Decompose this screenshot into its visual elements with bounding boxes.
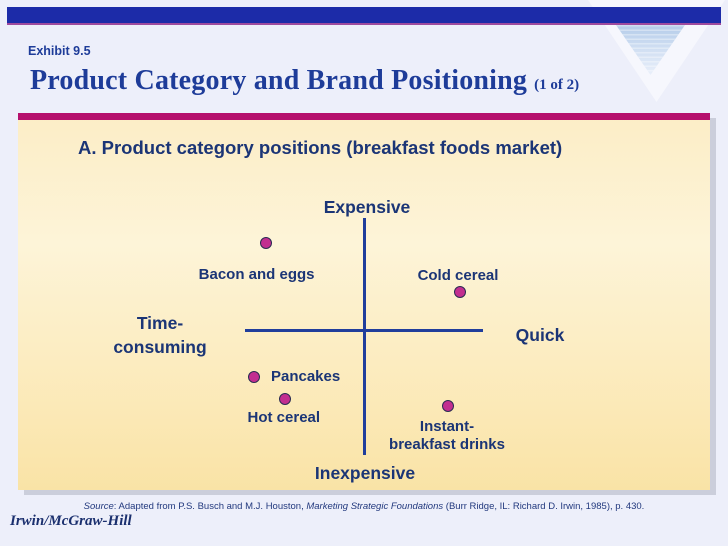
source-book-title: Marketing Strategic Foundations bbox=[306, 501, 444, 512]
source-prefix: Source bbox=[83, 501, 114, 512]
chart-title: A. Product category positions (breakfast… bbox=[78, 137, 563, 158]
slide-title: Product Category and Brand Positioning bbox=[30, 65, 528, 96]
header-bar bbox=[7, 7, 721, 25]
data-point-dot bbox=[247, 371, 260, 384]
data-point-label: Bacon and eggs bbox=[198, 266, 315, 284]
data-point-dot bbox=[278, 393, 291, 406]
content-panel: A. Product category positions (breakfast… bbox=[18, 113, 710, 490]
x-axis-line bbox=[245, 329, 483, 332]
data-point-label: Pancakes bbox=[270, 368, 341, 386]
x-axis-right-label: Quick bbox=[515, 325, 565, 345]
source-end: (Burr Ridge, IL: Richard D. Irwin, 1985)… bbox=[443, 501, 645, 512]
exhibit-label: Exhibit 9.5 bbox=[28, 44, 91, 58]
title-row: Product Category and Brand Positioning (… bbox=[30, 64, 579, 98]
source-note: Source: Adapted from P.S. Busch and M.J.… bbox=[0, 501, 728, 512]
data-point-dot bbox=[259, 237, 272, 250]
data-point-dot bbox=[454, 285, 466, 298]
data-point-label: Hot cereal bbox=[247, 409, 321, 427]
data-point-label: Instant- breakfast drinks bbox=[389, 417, 505, 453]
y-axis-line bbox=[363, 218, 366, 455]
source-mid: : Adapted from P.S. Busch and M.J. Houst… bbox=[113, 501, 307, 512]
data-point-dot bbox=[442, 399, 454, 412]
accent-bar bbox=[18, 113, 710, 120]
y-axis-bottom-label: Inexpensive bbox=[314, 463, 416, 483]
data-point-label: Cold cereal bbox=[417, 266, 499, 284]
x-axis-left-label: Time- consuming bbox=[113, 313, 207, 357]
y-axis-top-label: Expensive bbox=[323, 197, 411, 217]
slide-title-suffix: (1 of 2) bbox=[534, 77, 580, 93]
footer-brand: Irwin/McGraw-Hill bbox=[10, 513, 132, 529]
positioning-chart: Expensive Inexpensive Time- consuming Qu… bbox=[18, 113, 710, 490]
